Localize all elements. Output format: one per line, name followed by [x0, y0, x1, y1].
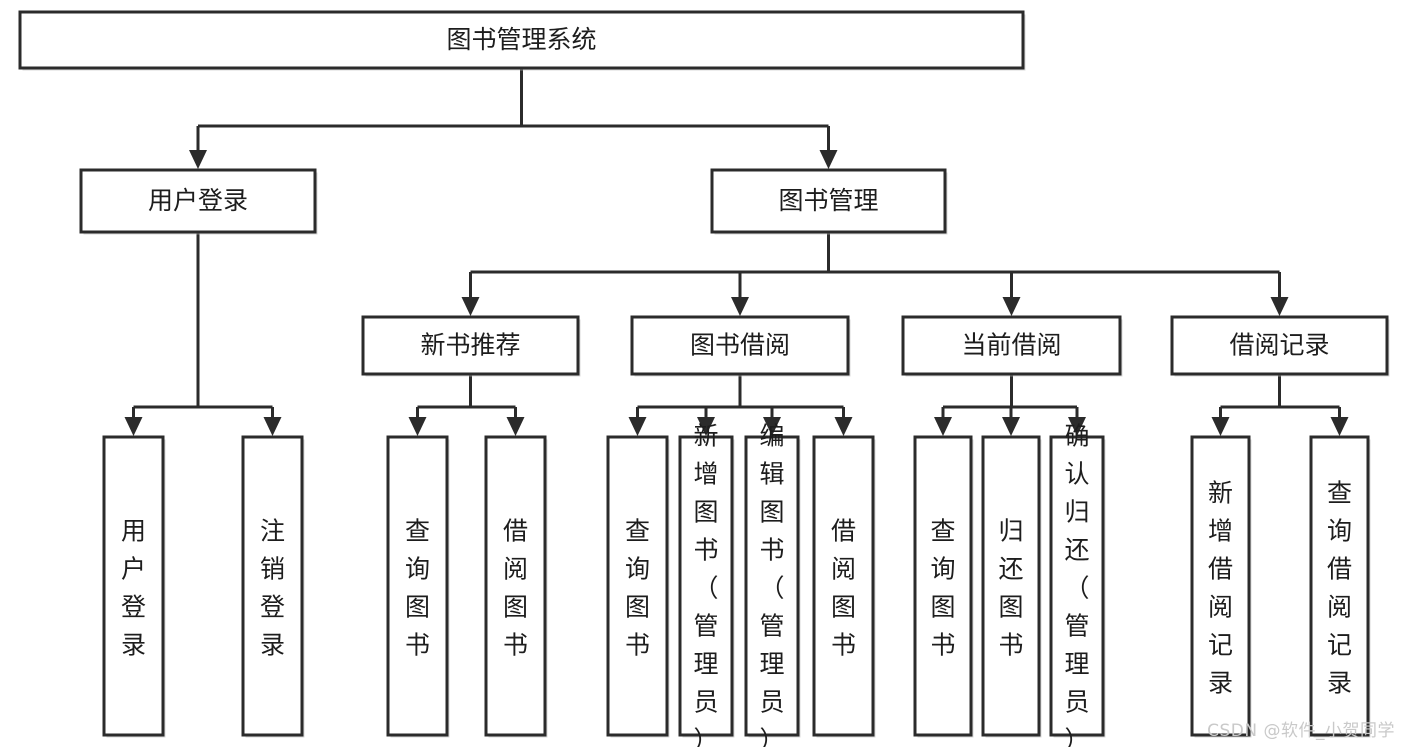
arrow-head-icon: [408, 417, 427, 436]
diagram-node[interactable]: 注销登录: [241, 435, 305, 738]
node-label: 归还图书: [998, 517, 1023, 660]
arrow-head-icon: [1068, 417, 1086, 436]
arrow-head-icon: [263, 417, 282, 436]
connector-group: [934, 374, 1086, 436]
node-label: 新书推荐: [420, 331, 520, 360]
diagram-node[interactable]: 归还图书: [981, 435, 1042, 738]
diagram-node[interactable]: 图书管理: [710, 168, 948, 235]
node-rect[interactable]: [981, 435, 1041, 737]
diagram-node[interactable]: 用户登录: [79, 168, 318, 235]
node-rect[interactable]: [18, 10, 1025, 70]
connector-group: [189, 68, 838, 169]
node-rect[interactable]: [710, 168, 947, 234]
node-rect[interactable]: [361, 315, 580, 376]
node-rect[interactable]: [1309, 435, 1370, 737]
node-rect[interactable]: [484, 435, 547, 737]
arrow-head-icon: [124, 417, 143, 436]
node-label: 查询图书: [405, 517, 430, 660]
node-label: 图书借阅: [690, 331, 790, 360]
node-rect[interactable]: [901, 315, 1122, 376]
arrow-head-icon: [1270, 297, 1289, 316]
node-label: 查询图书: [930, 517, 955, 660]
arrow-head-icon: [834, 417, 853, 436]
node-label: 编辑图书（管理员）: [759, 422, 784, 747]
csdn-watermark: CSDN @软件_小贺同学: [1207, 721, 1395, 741]
diagram-node[interactable]: 借阅图书: [484, 435, 548, 738]
node-label: 确认归还（管理员）: [1064, 422, 1089, 747]
diagram-node[interactable]: 确认归还（管理员）: [1049, 422, 1106, 747]
node-label: 新增借阅记录: [1208, 479, 1233, 698]
node-rect[interactable]: [1049, 435, 1105, 737]
node-rect[interactable]: [630, 315, 850, 376]
diagram-node[interactable]: 编辑图书（管理员）: [744, 422, 801, 747]
node-label: 用户登录: [148, 186, 248, 215]
node-rect[interactable]: [386, 435, 449, 737]
arrow-head-icon: [1002, 417, 1020, 436]
node-label: 借阅图书: [503, 517, 528, 660]
arrow-head-icon: [731, 297, 749, 316]
arrow-head-icon: [763, 417, 781, 436]
connector-group: [124, 232, 282, 436]
arrow-head-icon: [461, 297, 480, 316]
arrow-head-icon: [1330, 417, 1349, 436]
nodes-layer: 图书管理系统用户登录图书管理新书推荐图书借阅当前借阅借阅记录用户登录注销登录查询…: [18, 10, 1390, 747]
node-label: 注销登录: [260, 517, 285, 660]
node-rect[interactable]: [744, 435, 800, 737]
arrow-head-icon: [506, 417, 525, 436]
arrow-head-icon: [1002, 297, 1021, 316]
node-label: 当前借阅: [961, 331, 1061, 360]
diagram-node[interactable]: 查询图书: [913, 435, 974, 738]
node-label: 用户登录: [121, 517, 146, 660]
arrow-head-icon: [628, 417, 647, 436]
diagram-node[interactable]: 用户登录: [102, 435, 166, 738]
node-label: 借阅图书: [831, 517, 856, 660]
node-rect[interactable]: [1170, 315, 1389, 376]
arrow-head-icon: [819, 150, 838, 169]
node-rect[interactable]: [102, 435, 165, 737]
connector-group: [628, 374, 853, 436]
node-label: 查询图书: [625, 517, 650, 660]
node-rect[interactable]: [79, 168, 317, 234]
diagram-node[interactable]: 图书借阅: [630, 315, 851, 377]
arrow-head-icon: [697, 417, 715, 436]
node-rect[interactable]: [1190, 435, 1251, 737]
arrow-head-icon: [934, 417, 952, 436]
diagram-node[interactable]: 新增借阅记录: [1190, 435, 1252, 738]
connectors-layer: [124, 68, 1349, 436]
node-label: 查询借阅记录: [1327, 479, 1352, 698]
node-label: 图书管理: [778, 186, 878, 215]
diagram-node[interactable]: 借阅记录: [1170, 315, 1390, 377]
node-rect[interactable]: [812, 435, 875, 737]
node-rect[interactable]: [913, 435, 973, 737]
diagram-node[interactable]: 新书推荐: [361, 315, 581, 377]
arrow-head-icon: [1211, 417, 1230, 436]
diagram-node[interactable]: 借阅图书: [812, 435, 876, 738]
connector-group: [408, 374, 525, 436]
connector-group: [1211, 374, 1349, 436]
node-label: 借阅记录: [1229, 331, 1329, 360]
node-rect[interactable]: [241, 435, 304, 737]
diagram-node[interactable]: 新增图书（管理员）: [678, 422, 735, 747]
node-rect[interactable]: [606, 435, 669, 737]
diagram-node[interactable]: 当前借阅: [901, 315, 1123, 377]
node-rect[interactable]: [678, 435, 734, 737]
diagram-node[interactable]: 查询图书: [606, 435, 670, 738]
arrow-head-icon: [189, 150, 207, 169]
node-label: 新增图书（管理员）: [693, 422, 718, 747]
diagram-node[interactable]: 查询图书: [386, 435, 450, 738]
node-label: 图书管理系统: [446, 25, 596, 54]
diagram-node[interactable]: 查询借阅记录: [1309, 435, 1371, 738]
diagram-node[interactable]: 图书管理系统: [18, 10, 1026, 71]
connector-group: [461, 232, 1289, 316]
